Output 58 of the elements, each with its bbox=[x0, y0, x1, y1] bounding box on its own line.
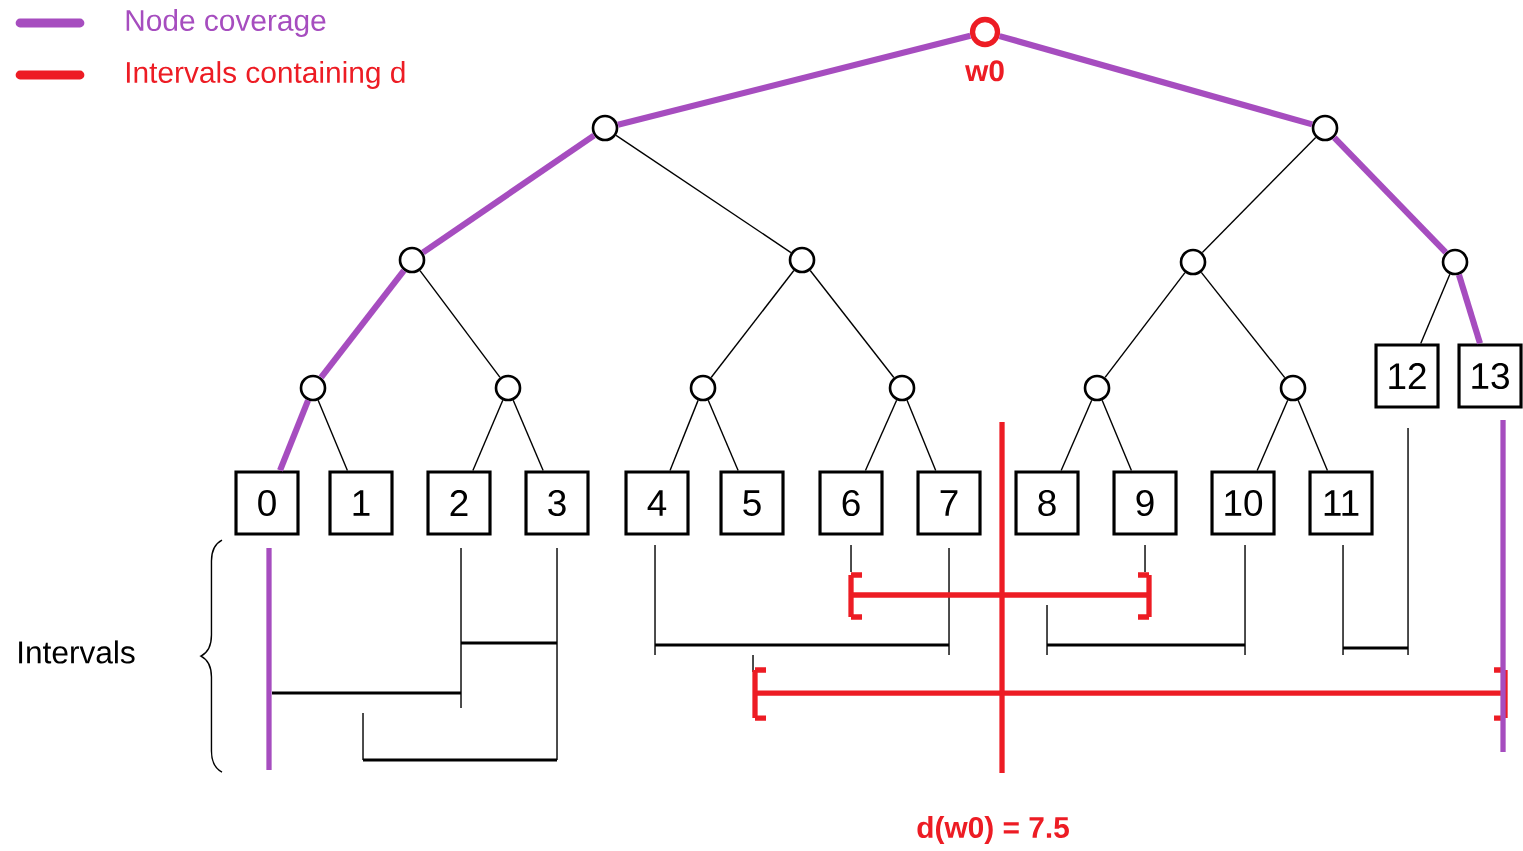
leaf-box: 4 bbox=[624, 470, 690, 536]
tree-edge bbox=[1104, 271, 1186, 379]
tree-edge bbox=[1420, 273, 1451, 345]
tree-edge bbox=[1456, 273, 1483, 345]
leaf-box: 5 bbox=[719, 470, 785, 536]
axis-label: Intervals bbox=[19, 640, 135, 664]
tree-edge bbox=[707, 399, 739, 472]
tree-node bbox=[888, 374, 916, 402]
tree-node bbox=[1311, 114, 1339, 142]
tree-edge bbox=[277, 399, 311, 472]
tree-edge bbox=[1200, 271, 1286, 379]
leaf-box: 3 bbox=[524, 470, 590, 536]
tree-edge bbox=[1332, 135, 1448, 255]
leaf-box: 1 bbox=[328, 470, 394, 536]
tree-edge bbox=[318, 268, 407, 380]
leaf-box: 2 bbox=[426, 470, 492, 536]
tree-edge bbox=[998, 33, 1314, 128]
tree-node bbox=[299, 374, 327, 402]
root-node bbox=[969, 16, 1001, 48]
tree-edge bbox=[669, 399, 699, 472]
tree-edge bbox=[1256, 399, 1289, 472]
tree-node bbox=[1441, 248, 1469, 276]
tree-edge bbox=[710, 269, 795, 379]
leaf-box: 9 bbox=[1112, 470, 1178, 536]
leaf-box: 12 bbox=[1374, 343, 1440, 409]
tree-node bbox=[591, 114, 619, 142]
tree-edge bbox=[1201, 136, 1317, 254]
tree-node bbox=[1083, 374, 1111, 402]
leaf-box: 13 bbox=[1457, 343, 1523, 409]
tree-node bbox=[398, 246, 426, 274]
tree-edge bbox=[617, 32, 972, 128]
leaf-box: 6 bbox=[818, 470, 884, 536]
legend-text: Intervals containing d bbox=[126, 61, 405, 89]
leaf-box: 8 bbox=[1014, 470, 1080, 536]
tree-edge bbox=[419, 269, 501, 379]
query-value: d(w0) = 7.5 bbox=[917, 816, 1069, 844]
tree-node bbox=[494, 374, 522, 402]
tree-edge bbox=[864, 399, 898, 472]
leaf-box: 0 bbox=[234, 470, 300, 536]
leaf-box: 10 bbox=[1210, 470, 1276, 536]
tree-edge bbox=[906, 399, 937, 472]
tree-edge bbox=[615, 134, 792, 254]
node-label: w0 bbox=[965, 60, 1004, 82]
tree-node bbox=[1179, 248, 1207, 276]
tree-edge bbox=[1297, 399, 1329, 472]
leaf-box: 11 bbox=[1308, 470, 1374, 536]
tree-edge bbox=[512, 399, 544, 472]
tree-edge bbox=[317, 399, 349, 472]
tree-edge bbox=[1060, 399, 1093, 472]
tree-edge bbox=[421, 133, 596, 255]
legend-text: Node coverage bbox=[126, 9, 326, 37]
tree-node bbox=[788, 246, 816, 274]
tree-node bbox=[689, 374, 717, 402]
tree-node bbox=[1279, 374, 1307, 402]
tree-edge bbox=[1101, 399, 1133, 472]
tree-edge bbox=[809, 269, 895, 379]
tree-edge bbox=[472, 399, 504, 472]
leaf-box: 7 bbox=[916, 470, 982, 536]
